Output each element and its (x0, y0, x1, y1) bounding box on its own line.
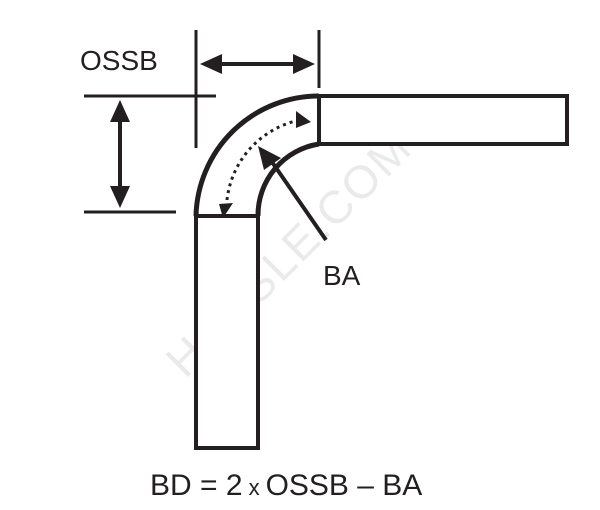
bend-allowance-dotted-arc (225, 118, 301, 201)
vertical-flange (194, 214, 260, 450)
formula-lhs: BD = 2 (150, 469, 243, 502)
ossb-label: OSSB (80, 45, 158, 76)
ba-arc-arrowhead-top (296, 111, 311, 128)
ossb-h-arrowhead-left (200, 54, 222, 74)
formula-rhs: OSSB – BA (266, 469, 423, 502)
ba-arc-arrowhead-bottom (219, 203, 233, 218)
ba-leader-line (270, 160, 328, 242)
ossb-v-arrowhead-bottom (110, 186, 130, 208)
ba-leader-arrowhead (258, 146, 281, 170)
ba-label: BA (323, 260, 361, 291)
bend-outer-arc (193, 93, 320, 217)
ossb-v-arrowhead-top (110, 100, 130, 122)
formula-times: x (249, 475, 260, 500)
horizontal-flange (317, 94, 569, 146)
ossb-h-arrowhead-right (293, 54, 315, 74)
